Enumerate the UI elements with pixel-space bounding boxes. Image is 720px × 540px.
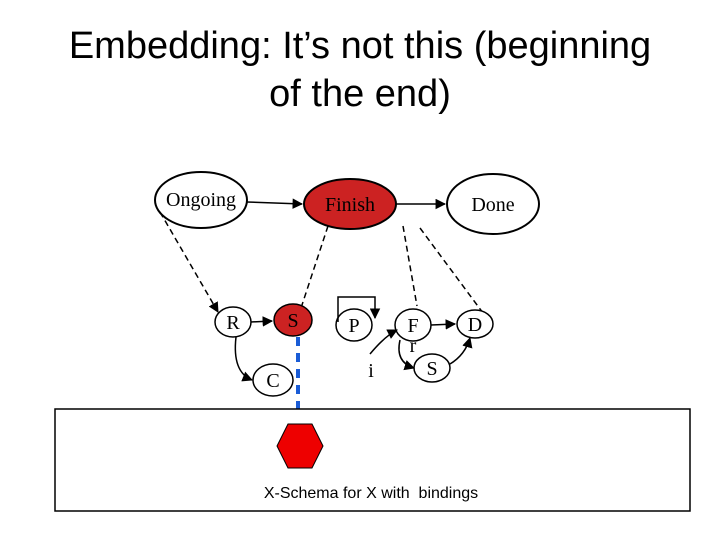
r-label: R	[226, 312, 240, 334]
r-sub-label: r	[410, 335, 417, 357]
expansion-right-inner	[402, 225, 418, 307]
d-node	[456, 309, 494, 339]
f-to-d-arrow	[430, 319, 457, 330]
p-node	[335, 308, 373, 342]
p-loop-arrow	[337, 296, 381, 322]
f-to-s-arrow	[398, 339, 416, 371]
p-label: P	[348, 315, 359, 337]
slide-title: Embedding: It’s not this (beginning of t…	[0, 22, 720, 118]
ongoing-label: Ongoing	[166, 189, 236, 211]
i-label: i	[368, 360, 374, 382]
finish-label: Finish	[325, 194, 375, 216]
s-to-d-arrow	[449, 336, 473, 365]
done-node	[446, 173, 540, 235]
title-line-1: Embedding: It’s not this (beginning	[68, 25, 652, 67]
expansion-left-inner	[300, 225, 329, 309]
title-line-2: of the end)	[269, 73, 451, 115]
s-label: S	[287, 310, 298, 332]
x-schema-caption: X-Schema for X with bindings	[264, 485, 478, 502]
r-to-c-arrow	[234, 336, 253, 382]
s-node	[273, 303, 313, 337]
expansion-right-outer	[419, 227, 484, 314]
ongoing-to-finish-arrow	[246, 198, 304, 209]
s2-label: S	[426, 358, 437, 380]
c-label: C	[266, 370, 279, 392]
r-to-s-arrow	[250, 316, 274, 327]
ongoing-node	[154, 171, 248, 229]
done-label: Done	[471, 194, 514, 216]
d-label: D	[468, 314, 482, 336]
c-node	[252, 363, 294, 397]
x-schema-box	[54, 408, 691, 512]
f-label: F	[407, 315, 418, 337]
i-to-f-arrow	[369, 329, 398, 355]
x-schema-hexagon	[276, 423, 324, 469]
